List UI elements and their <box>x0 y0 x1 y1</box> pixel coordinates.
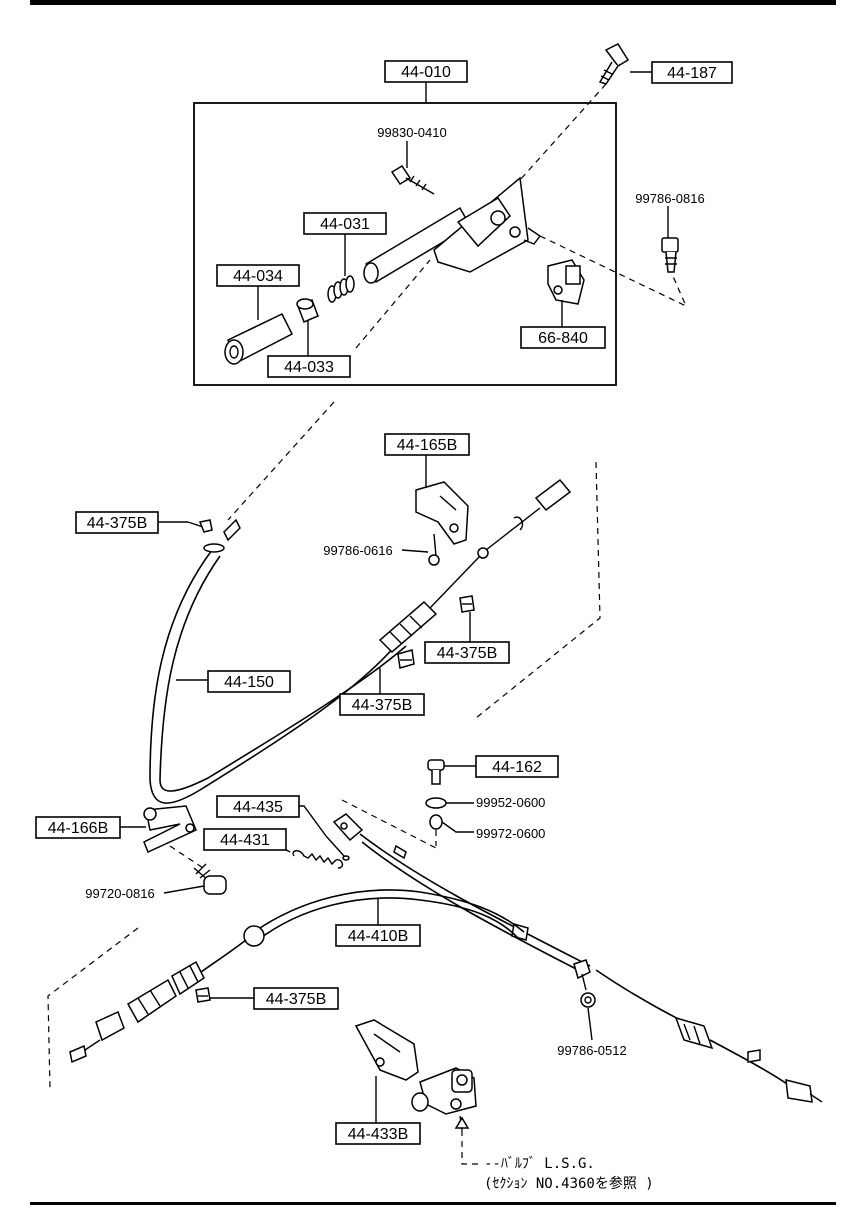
label-44-034: 44-034 <box>216 264 300 287</box>
bracket-44-433B <box>354 1019 419 1081</box>
reference-note-line2: (ｾｸｼｮﾝ NO.4360を参照 ) <box>484 1175 654 1192</box>
bolt-44-187 <box>598 43 630 85</box>
svg-text:44-033: 44-033 <box>284 359 334 376</box>
svg-text:44-031: 44-031 <box>320 216 370 233</box>
label-44-435: 44-435 <box>216 795 300 818</box>
label-44-187: 44-187 <box>651 61 733 84</box>
label-44-375B-c: 44-375B <box>339 693 425 716</box>
label-99830-0410: 99830-0410 <box>377 125 446 140</box>
svg-text:44-375B: 44-375B <box>437 645 498 662</box>
spring-44-031 <box>327 275 355 303</box>
spring-44-431 <box>292 850 344 869</box>
bolt-99786-0816 <box>661 237 679 273</box>
svg-text:44-166B: 44-166B <box>48 820 109 837</box>
svg-text:44-410B: 44-410B <box>348 928 409 945</box>
label-99786-0816: 99786-0816 <box>635 191 704 206</box>
clip-44-375B-d <box>195 987 211 1003</box>
label-99952-0600: 99952-0600 <box>476 795 545 810</box>
label-44-010: 44-010 <box>384 60 468 83</box>
svg-text:66-840: 66-840 <box>538 330 588 347</box>
label-44-033: 44-033 <box>267 355 351 378</box>
svg-text:44-010: 44-010 <box>401 64 451 81</box>
label-44-375B-b: 44-375B <box>424 641 510 664</box>
grip-44-034 <box>224 313 294 365</box>
bolt-99720-0816 <box>193 863 227 895</box>
svg-text:44-375B: 44-375B <box>87 515 148 532</box>
label-99786-0616: 99786-0616 <box>323 543 392 558</box>
svg-text:44-165B: 44-165B <box>397 437 458 454</box>
parking-lever-assembly <box>224 164 585 365</box>
washer-99972-0600 <box>429 814 443 830</box>
clip-44-375B-b <box>459 595 475 613</box>
top-rule <box>30 0 836 5</box>
svg-text:44-375B: 44-375B <box>352 697 413 714</box>
label-44-165B: 44-165B <box>384 433 470 456</box>
svg-text:44-375B: 44-375B <box>266 991 327 1008</box>
svg-text:44-034: 44-034 <box>233 268 283 285</box>
knob-44-033 <box>296 298 319 323</box>
label-44-375B-a: 44-375B <box>75 511 159 534</box>
bolt-99830-0410 <box>390 164 435 195</box>
pin-44-435 <box>325 835 350 861</box>
front-cable-44-150 <box>149 478 572 804</box>
label-44-031: 44-031 <box>303 212 387 235</box>
label-44-433B: 44-433B <box>335 1122 421 1145</box>
rear-cable-assembly-44-410B <box>69 799 823 1103</box>
lsg-valve <box>411 1067 477 1131</box>
washer-99952-0600 <box>425 797 447 809</box>
label-66-840: 66-840 <box>520 326 606 349</box>
label-44-162: 44-162 <box>475 755 559 778</box>
bottom-rule <box>30 1202 836 1205</box>
label-44-375B-d: 44-375B <box>253 987 339 1010</box>
bolt-44-162 <box>427 759 445 785</box>
svg-text:44-431: 44-431 <box>220 832 270 849</box>
svg-text:44-435: 44-435 <box>233 799 283 816</box>
svg-text:44-150: 44-150 <box>224 674 274 691</box>
lever-assembly-frame <box>193 102 617 386</box>
label-44-410B: 44-410B <box>335 924 421 947</box>
label-44-431: 44-431 <box>203 828 287 851</box>
bolt-99786-0512 <box>580 973 596 1008</box>
svg-text:44-162: 44-162 <box>492 759 542 776</box>
bracket-44-166B <box>143 805 197 854</box>
reference-note-line1: --ﾊﾞﾙﾌﾞ L.S.G. <box>484 1156 595 1172</box>
label-99720-0816: 99720-0816 <box>85 886 154 901</box>
switch-66-840 <box>547 259 585 305</box>
label-99786-0512: 99786-0512 <box>557 1043 626 1058</box>
clip-44-375B-c <box>397 649 415 669</box>
bracket-44-165B <box>415 481 469 566</box>
svg-text:44-187: 44-187 <box>667 65 717 82</box>
svg-text:44-433B: 44-433B <box>348 1126 409 1143</box>
label-44-150: 44-150 <box>207 670 291 693</box>
label-99972-0600: 99972-0600 <box>476 826 545 841</box>
label-44-166B: 44-166B <box>35 816 121 839</box>
